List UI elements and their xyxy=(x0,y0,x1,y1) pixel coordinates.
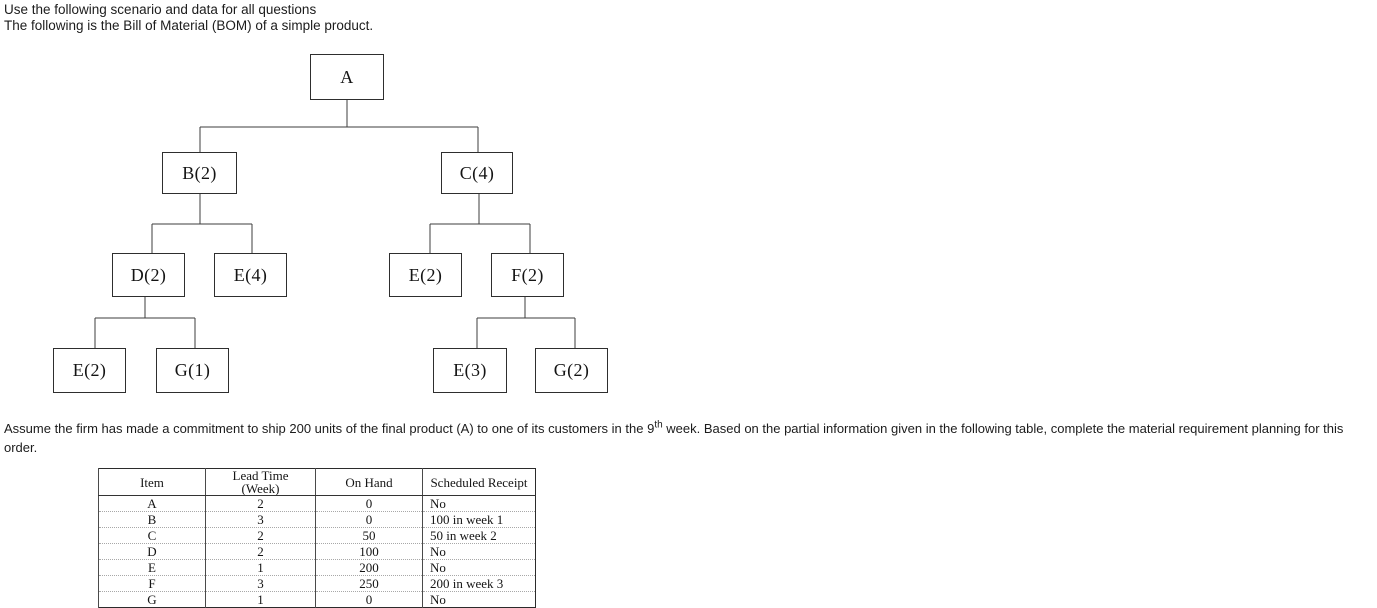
table-cell: 200 xyxy=(315,559,423,576)
bom-node-label: E(2) xyxy=(72,360,107,380)
table-cell: 0 xyxy=(315,495,423,512)
bom-node-label: F(2) xyxy=(511,264,544,285)
table-cell: No xyxy=(422,591,536,608)
bom-node-d2: D(2) xyxy=(112,253,185,297)
bom-node-label: E(2) xyxy=(408,264,443,285)
column-header-scheduled-receipt: Scheduled Receipt xyxy=(422,468,536,496)
bom-node-e4: E(4) xyxy=(214,253,287,297)
table-cell: 3 xyxy=(205,511,316,528)
table-cell: A xyxy=(98,495,206,512)
bom-node-b2: B(2) xyxy=(162,152,237,194)
question-text-part2: week. Based on the partial information g… xyxy=(4,421,1344,455)
table-cell: 3 xyxy=(205,575,316,592)
ordinal-superscript: th xyxy=(654,419,663,431)
table-cell: F xyxy=(98,575,206,592)
bom-node-f2: F(2) xyxy=(491,253,564,297)
bom-node-label: D(2) xyxy=(130,264,167,285)
bom-diagram: A B(2) C(4) D(2) E(4) E(2) F(2) E(2) G(1… xyxy=(0,0,660,410)
table-cell: 100 xyxy=(315,543,423,560)
column-header-on-hand: On Hand xyxy=(315,468,423,496)
bom-node-label: A xyxy=(340,66,354,87)
question-paragraph: Assume the firm has made a commitment to… xyxy=(4,419,1371,457)
bom-connector-lines xyxy=(94,100,576,348)
table-cell: 2 xyxy=(205,495,316,512)
bom-node-g2: G(2) xyxy=(535,348,608,393)
table-cell: C xyxy=(98,527,206,544)
table-cell: 2 xyxy=(205,543,316,560)
table-cell: No xyxy=(422,495,536,512)
table-cell: 0 xyxy=(315,591,423,608)
intro-line-1: Use the following scenario and data for … xyxy=(4,2,317,17)
bom-node-e3: E(3) xyxy=(433,348,507,393)
bom-node-label: G(2) xyxy=(553,360,590,380)
question-text-part1: Assume the firm has made a commitment to… xyxy=(4,421,655,436)
bom-node-label: B(2) xyxy=(182,162,217,183)
bom-node-label: C(4) xyxy=(459,162,495,183)
table-cell: 50 xyxy=(315,527,423,544)
table-cell: No xyxy=(422,559,536,576)
table-cell: 100 in week 1 xyxy=(422,511,536,528)
table-cell: D xyxy=(98,543,206,560)
bom-node-label: E(4) xyxy=(233,264,268,285)
table-cell: G xyxy=(98,591,206,608)
bom-node-label: E(3) xyxy=(453,360,487,380)
bom-node-a: A xyxy=(310,54,384,100)
table-cell: 1 xyxy=(205,591,316,608)
bom-node-g1: G(1) xyxy=(156,348,229,393)
table-header-row: Item Lead Time (Week) On Hand Scheduled … xyxy=(98,468,536,496)
bom-node-e2-under-c: E(2) xyxy=(389,253,462,297)
table-cell: 250 xyxy=(315,575,423,592)
table-cell: 200 in week 3 xyxy=(422,575,536,592)
table-cell: No xyxy=(422,543,536,560)
column-header-item: Item xyxy=(98,468,206,496)
intro-line-2: The following is the Bill of Material (B… xyxy=(4,18,374,33)
table-cell: B xyxy=(98,511,206,528)
table-cell: 2 xyxy=(205,527,316,544)
mrp-parameters-table: Item Lead Time (Week) On Hand Scheduled … xyxy=(98,468,536,608)
table-cell: E xyxy=(98,559,206,576)
intro-text: Use the following scenario and data for … xyxy=(4,2,373,34)
table-cell: 1 xyxy=(205,559,316,576)
table-cell: 50 in week 2 xyxy=(422,527,536,544)
bom-node-c4: C(4) xyxy=(441,152,513,194)
column-header-lead-time: Lead Time (Week) xyxy=(205,468,316,496)
bom-node-label: G(1) xyxy=(174,360,211,380)
bom-node-e2-under-d: E(2) xyxy=(53,348,126,393)
table-cell: 0 xyxy=(315,511,423,528)
